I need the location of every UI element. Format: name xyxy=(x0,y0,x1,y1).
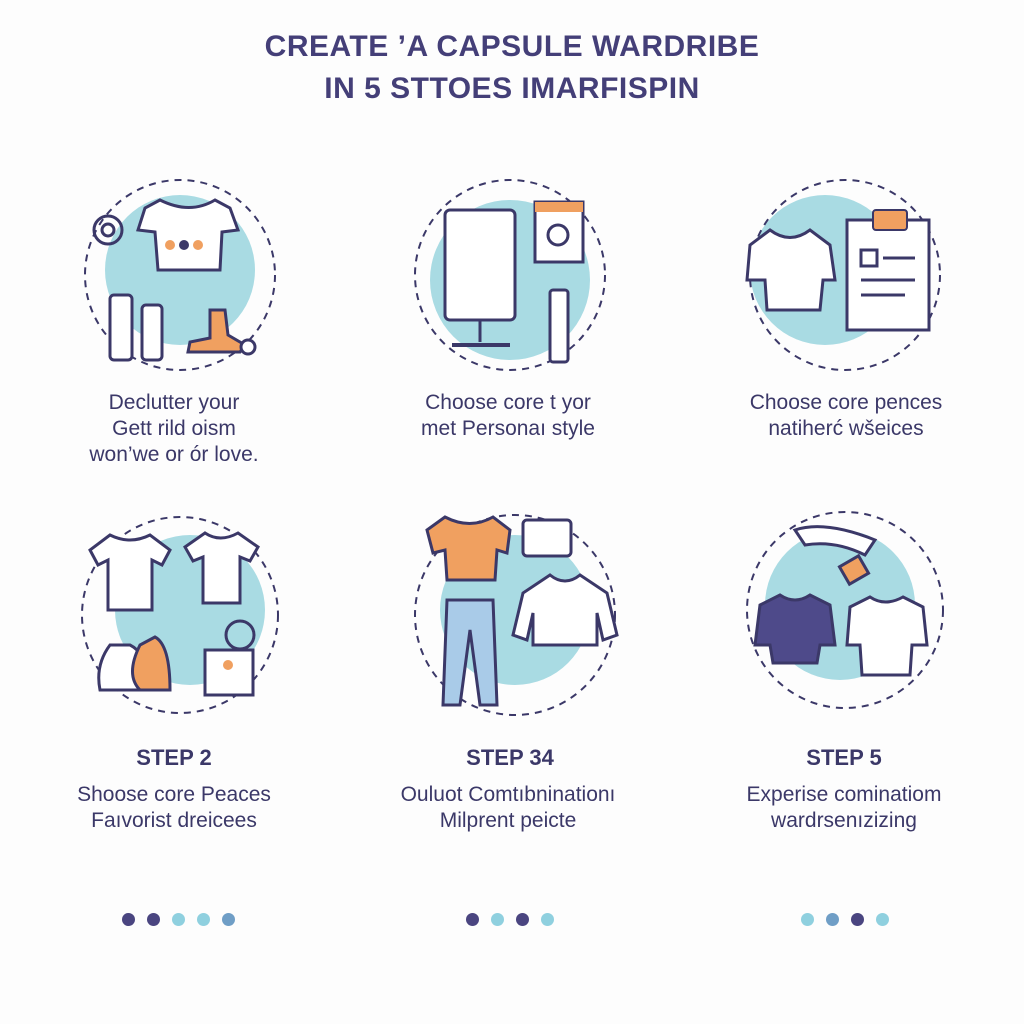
pagination-dot[interactable] xyxy=(466,913,479,926)
card-3-line-1: Choose core pences xyxy=(749,391,943,414)
title-line-2: IN 5 STTOES IMARFISPIN xyxy=(324,72,700,105)
step-34-label: STEP 34 xyxy=(466,745,554,770)
pagination-dot[interactable] xyxy=(516,913,529,926)
pagination-dot[interactable] xyxy=(876,913,889,926)
pagination-dot[interactable] xyxy=(222,913,235,926)
step-2-label: STEP 2 xyxy=(136,745,212,770)
card-5-line-1: Ouluot Comtıbninationı xyxy=(400,783,616,806)
pagination-dot[interactable] xyxy=(491,913,504,926)
card-1-line-1: Declutter your xyxy=(108,391,240,414)
tshirts-bags-icon xyxy=(81,516,279,714)
card-6-text: Experise cominatiom wardrsenızizing xyxy=(694,782,994,834)
step-5-label: STEP 5 xyxy=(806,745,882,770)
pagination-dots-1 xyxy=(122,913,235,926)
card-1-text: Declutter your Gett rild oism won’we or … xyxy=(24,390,324,468)
card-5-text: Ouluot Comtıbninationı Milprent peicte xyxy=(358,782,658,834)
pagination-dot[interactable] xyxy=(147,913,160,926)
card-1-line-2: Gett rild oism xyxy=(112,417,236,440)
shirt-jeans-sweater-icon xyxy=(414,514,619,716)
pagination-dot[interactable] xyxy=(801,913,814,926)
card-6-line-1: Experise cominatiom xyxy=(746,783,942,806)
card-6-line-2: wardrsenızizing xyxy=(771,809,917,832)
pagination-dots-3 xyxy=(801,913,889,926)
card-4-line-1: Shoose core Peaces xyxy=(77,783,271,806)
pagination-dot[interactable] xyxy=(541,913,554,926)
pagination-dots-2 xyxy=(466,913,554,926)
pagination-dot[interactable] xyxy=(851,913,864,926)
card-4-text: Shoose core Peaces Faıvorist dreicees xyxy=(24,782,324,834)
card-1-line-3: won’we or ór love. xyxy=(89,443,259,466)
title-line-1: CREATE ’A CAPSULE WARDRIBE xyxy=(264,30,760,63)
card-5-line-2: Milprent peicte xyxy=(439,809,577,832)
card-3-line-2: natiherć wšeices xyxy=(768,417,924,440)
card-4-line-2: Faıvorist dreicees xyxy=(91,809,257,832)
pagination-dot[interactable] xyxy=(826,913,839,926)
jacket-shirt-scarf-icon xyxy=(746,511,944,709)
shirt-clipboard-icon xyxy=(745,179,941,371)
screen-profile-icon xyxy=(414,179,606,371)
card-2-line-1: Choose core t yor xyxy=(425,391,591,414)
pagination-dot[interactable] xyxy=(172,913,185,926)
card-2-text: Choose core t yor met Personaı style xyxy=(358,390,658,442)
pagination-dot[interactable] xyxy=(122,913,135,926)
declutter-icon xyxy=(84,179,276,371)
card-2-line-2: met Personaı style xyxy=(421,417,595,440)
pagination-dot[interactable] xyxy=(197,913,210,926)
card-3-text: Choose core pences natiherć wšeices xyxy=(696,390,996,442)
